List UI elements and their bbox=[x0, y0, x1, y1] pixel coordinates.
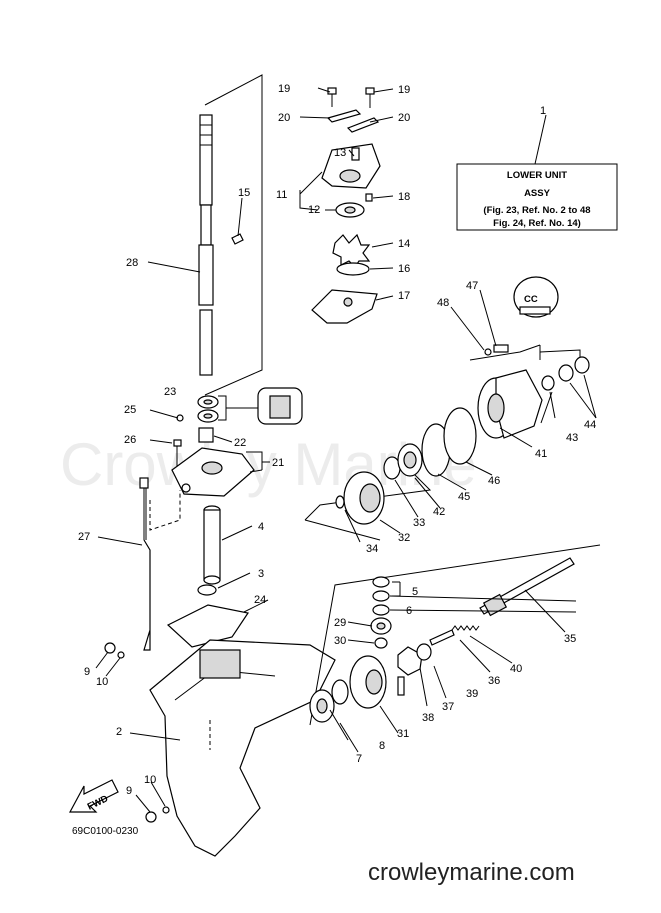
callout-13: 13 bbox=[334, 147, 346, 159]
callout-11: 11 bbox=[276, 189, 287, 201]
grommet-3[interactable] bbox=[197, 584, 217, 596]
bolt-9-lower[interactable] bbox=[145, 806, 170, 823]
callout-27: 27 bbox=[78, 531, 90, 543]
callout-26: 26 bbox=[124, 434, 136, 446]
svg-text:ASSY: ASSY bbox=[524, 188, 551, 199]
callout-20b: 20 bbox=[398, 112, 410, 124]
callout-10a: 10 bbox=[96, 676, 108, 688]
callout-41: 41 bbox=[535, 448, 547, 460]
callout-28: 28 bbox=[126, 257, 138, 269]
callout-labels: 1 2 3 4 5 6 7 8 9 9 10 10 11 12 13 14 15… bbox=[78, 83, 596, 797]
callout-21: 21 bbox=[272, 457, 284, 469]
callout-22: 22 bbox=[234, 437, 246, 449]
propeller-shaft[interactable] bbox=[479, 557, 575, 617]
assy-info-box: LOWER UNIT ASSY (Fig. 23, Ref. No. 2 to … bbox=[456, 163, 618, 231]
callout-24: 24 bbox=[254, 594, 266, 606]
callout-25: 25 bbox=[124, 404, 136, 416]
callout-17: 17 bbox=[398, 290, 410, 302]
callout-34: 34 bbox=[366, 543, 378, 555]
callout-46: 46 bbox=[488, 475, 500, 487]
callout-1: 1 bbox=[540, 105, 546, 117]
washer-34[interactable] bbox=[335, 495, 345, 509]
callout-18: 18 bbox=[398, 191, 410, 203]
callout-19a: 19 bbox=[278, 83, 290, 95]
callout-4: 4 bbox=[258, 521, 264, 533]
bearing-cap-41[interactable] bbox=[477, 369, 543, 439]
callout-7: 7 bbox=[356, 753, 362, 765]
bearing-housing[interactable] bbox=[171, 395, 255, 497]
svg-text:CC: CC bbox=[524, 294, 538, 305]
seal-44b[interactable] bbox=[574, 356, 590, 374]
callout-32: 32 bbox=[398, 532, 410, 544]
seal-44a[interactable] bbox=[558, 364, 574, 382]
bearing-42[interactable] bbox=[397, 443, 423, 477]
callout-30: 30 bbox=[334, 635, 346, 647]
callout-14: 14 bbox=[398, 238, 410, 250]
callout-8: 8 bbox=[379, 740, 385, 752]
callout-38: 38 bbox=[422, 712, 434, 724]
footer-url[interactable]: crowleymarine.com bbox=[368, 859, 575, 886]
callout-43: 43 bbox=[566, 432, 578, 444]
callout-9a: 9 bbox=[84, 666, 90, 678]
callout-39: 39 bbox=[466, 688, 478, 700]
callout-37: 37 bbox=[442, 701, 454, 713]
callout-2: 2 bbox=[116, 726, 122, 738]
shim-6[interactable] bbox=[372, 604, 390, 616]
callout-19b: 19 bbox=[398, 84, 410, 96]
callout-47: 47 bbox=[466, 280, 478, 292]
callout-20a: 20 bbox=[278, 112, 290, 124]
callout-29: 29 bbox=[334, 617, 346, 629]
pin-38[interactable] bbox=[397, 676, 405, 696]
clip-15[interactable] bbox=[231, 233, 244, 245]
plunger-36[interactable] bbox=[429, 629, 455, 646]
washer-5a[interactable] bbox=[372, 576, 390, 588]
water-pump-group[interactable] bbox=[311, 87, 381, 324]
callout-40: 40 bbox=[510, 663, 522, 675]
bearing-7[interactable] bbox=[309, 689, 335, 723]
grease-icon bbox=[257, 387, 303, 425]
leader-lines bbox=[95, 87, 597, 813]
shift-rod[interactable] bbox=[139, 477, 151, 651]
svg-text:Fig. 24, Ref. No. 14): Fig. 24, Ref. No. 14) bbox=[493, 218, 581, 229]
callout-23: 23 bbox=[164, 386, 176, 398]
callout-6: 6 bbox=[406, 605, 412, 617]
callout-44: 44 bbox=[584, 419, 596, 431]
driveshaft[interactable] bbox=[198, 114, 214, 376]
pinion-29[interactable] bbox=[370, 617, 392, 635]
lower-casing[interactable] bbox=[149, 639, 336, 857]
svg-text:(Fig. 23, Ref. No. 2 to 48: (Fig. 23, Ref. No. 2 to 48 bbox=[483, 205, 590, 216]
ring-39[interactable] bbox=[416, 643, 432, 661]
callout-31: 31 bbox=[397, 728, 409, 740]
callout-5: 5 bbox=[412, 586, 418, 598]
shim-8[interactable] bbox=[331, 679, 349, 705]
callout-33: 33 bbox=[413, 517, 425, 529]
plate-24[interactable] bbox=[166, 604, 249, 648]
bolt-9-upper[interactable] bbox=[104, 642, 125, 659]
fwd-arrow-icon: FWD bbox=[68, 779, 119, 813]
callout-35: 35 bbox=[564, 633, 576, 645]
washer-43[interactable] bbox=[541, 375, 555, 391]
washer-5b[interactable] bbox=[372, 590, 390, 602]
bolt-48[interactable] bbox=[484, 344, 509, 356]
svg-text:LOWER UNIT: LOWER UNIT bbox=[507, 170, 567, 181]
callout-15: 15 bbox=[238, 187, 250, 199]
callout-16: 16 bbox=[398, 263, 410, 275]
callout-42: 42 bbox=[433, 506, 445, 518]
callout-12: 12 bbox=[308, 204, 320, 216]
callout-36: 36 bbox=[488, 675, 500, 687]
forward-gear-31[interactable] bbox=[349, 655, 387, 709]
water-tube[interactable] bbox=[203, 505, 221, 585]
callout-45: 45 bbox=[458, 491, 470, 503]
spring-40[interactable] bbox=[451, 625, 480, 631]
callout-9b: 9 bbox=[126, 785, 132, 797]
callout-10b: 10 bbox=[144, 774, 156, 786]
nut-30[interactable] bbox=[374, 637, 388, 649]
bevel-gear-32[interactable] bbox=[343, 471, 385, 525]
callout-48: 48 bbox=[437, 297, 449, 309]
grease-cc-icon: CC bbox=[513, 276, 559, 318]
diagram-code: 69C0100-0230 bbox=[72, 826, 139, 837]
callout-3: 3 bbox=[258, 568, 264, 580]
o-ring-46[interactable] bbox=[443, 407, 477, 465]
